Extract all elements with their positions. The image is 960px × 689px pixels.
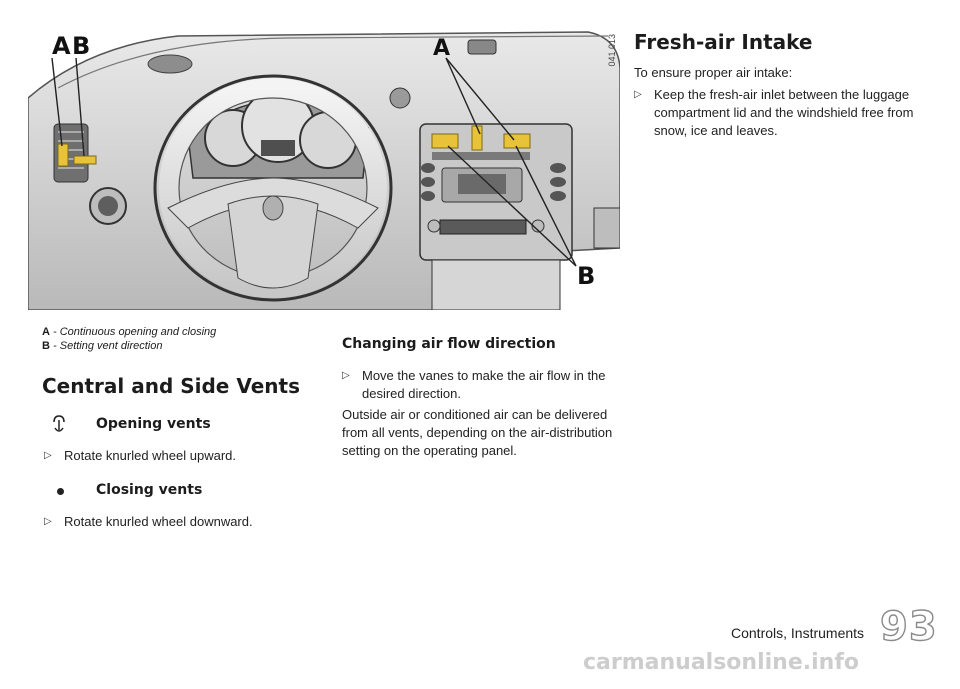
opening-vents-heading: Opening vents [96,416,211,432]
caption-key: B [42,340,50,352]
dashboard-illustration [28,28,620,310]
callout-b-right: B [577,262,596,290]
paragraph-line: from all vents, depending on the air-dis… [342,425,613,440]
dot-icon [57,488,64,495]
closing-vents-step: ▷ Rotate knurled wheel downward. [44,513,253,531]
caption-text: - Continuous opening and closing [53,326,217,338]
caption-text: - Setting vent direction [53,340,163,352]
page-number: 93 [879,603,938,650]
bullet-triangle-icon: ▷ [342,370,350,381]
step-text-line-1: Keep the fresh-air inlet between the lug… [654,87,910,102]
step-text-line-2: compartment lid and the windshield free … [654,105,914,120]
air-flow-heading: Changing air flow direction [342,336,556,352]
vent-open-icon [50,414,68,436]
figure-captions: A - Continuous opening and closing B - S… [42,325,216,353]
bullet-triangle-icon: ▷ [44,450,52,461]
caption-key: A [42,326,50,338]
paragraph-line: Outside air or conditioned air can be de… [342,407,608,422]
section-title-central-side-vents: Central and Side Vents [42,374,300,398]
step-text-line-1: Move the vanes to make the air flow in t… [362,368,606,383]
callout-b-left: B [72,32,91,60]
air-flow-paragraph: Outside air or conditioned air can be de… [342,406,612,460]
paragraph-line: setting on the operating panel. [342,443,517,458]
step-text: Rotate knurled wheel downward. [64,514,253,529]
caption-b: B - Setting vent direction [42,339,216,353]
air-flow-step: ▷ Move the vanes to make the air flow in… [342,367,606,403]
bullet-triangle-icon: ▷ [634,89,642,100]
footer-section-label: Controls, Instruments [731,625,865,641]
opening-vents-step: ▷ Rotate knurled wheel upward. [44,447,236,465]
callout-a-center: A [433,36,451,61]
bullet-triangle-icon: ▷ [44,516,52,527]
fresh-air-step: ▷ Keep the fresh-air inlet between the l… [634,86,913,140]
caption-a: A - Continuous opening and closing [42,325,216,339]
figure-code: 041 013 [607,34,617,67]
closing-vents-heading: Closing vents [96,482,203,498]
step-text-line-3: snow, ice and leaves. [654,123,778,138]
section-title-fresh-air-intake: Fresh-air Intake [634,30,813,54]
callout-a-left: A [52,32,71,60]
step-text: Rotate knurled wheel upward. [64,448,236,463]
watermark: carmanualsonline.info [583,650,859,675]
step-text-line-2: desired direction. [362,386,461,401]
fresh-air-intro: To ensure proper air intake: [634,65,793,80]
